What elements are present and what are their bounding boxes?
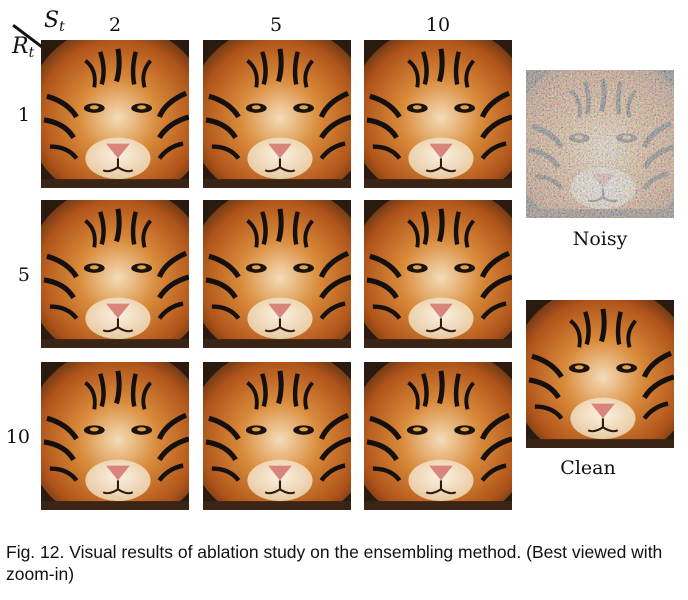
clean-image [526,300,674,448]
result-image-r5-s5 [203,200,351,348]
figure-caption: Fig. 12. Visual results of ablation stud… [6,542,663,584]
row-label-2: 5 [17,264,30,286]
row-axis-label: Rt [12,34,35,61]
noisy-image [526,70,674,218]
result-image-r10-s10 [364,362,512,510]
result-image-r5-s10 [364,200,512,348]
row-label-3: 10 [5,426,30,448]
result-image-r5-s2 [41,200,189,348]
result-image-r10-s2 [41,362,189,510]
result-image-r1-s2 [41,40,189,188]
col-axis-label: St [44,8,65,35]
col-label-1: 2 [108,14,122,36]
result-image-r1-s10 [364,40,512,188]
clean-label: Clean [560,457,616,479]
col-label-3: 10 [425,14,451,36]
noisy-label: Noisy [572,228,628,250]
result-image-r1-s5 [203,40,351,188]
row-label-1: 1 [17,104,30,126]
col-label-2: 5 [269,14,283,36]
result-image-r10-s5 [203,362,351,510]
